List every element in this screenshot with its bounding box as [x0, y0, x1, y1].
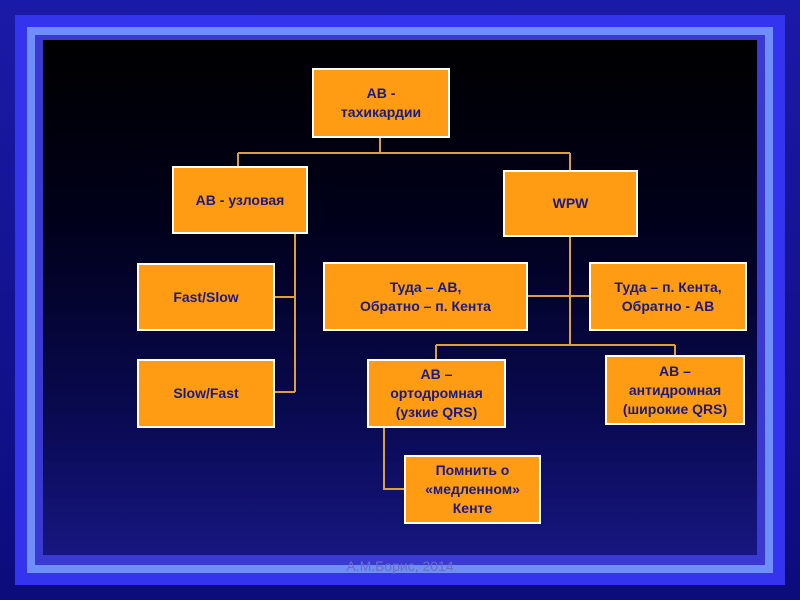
- footer-author: А.М.Борис, 2014: [346, 558, 454, 574]
- connector-root-to-branches: [237, 138, 571, 170]
- connector-wpw-to-subtypes: [435, 237, 676, 359]
- node-av-nodal: АВ - узловая: [172, 166, 308, 234]
- connector-ortho-to-note: [383, 428, 404, 490]
- node-av-antidromic: АВ – антидромная (широкие QRS): [605, 355, 745, 425]
- node-slow-fast: Slow/Fast: [137, 359, 275, 428]
- connector-nodal-to-subtypes: [275, 234, 296, 393]
- node-forward-kent-return-av: Туда – п. Кента, Обратно - АВ: [589, 262, 747, 331]
- node-av-orthodromic: АВ – ортодромная (узкие QRS): [367, 359, 506, 428]
- node-forward-av-return-kent: Туда – АВ, Обратно – п. Кента: [323, 262, 528, 331]
- node-slow-kent-note: Помнить о «медленном» Кенте: [404, 455, 541, 524]
- node-fast-slow: Fast/Slow: [137, 263, 275, 331]
- node-av-tachycardia: АВ - тахикардии: [312, 68, 450, 138]
- node-wpw: WPW: [503, 170, 638, 237]
